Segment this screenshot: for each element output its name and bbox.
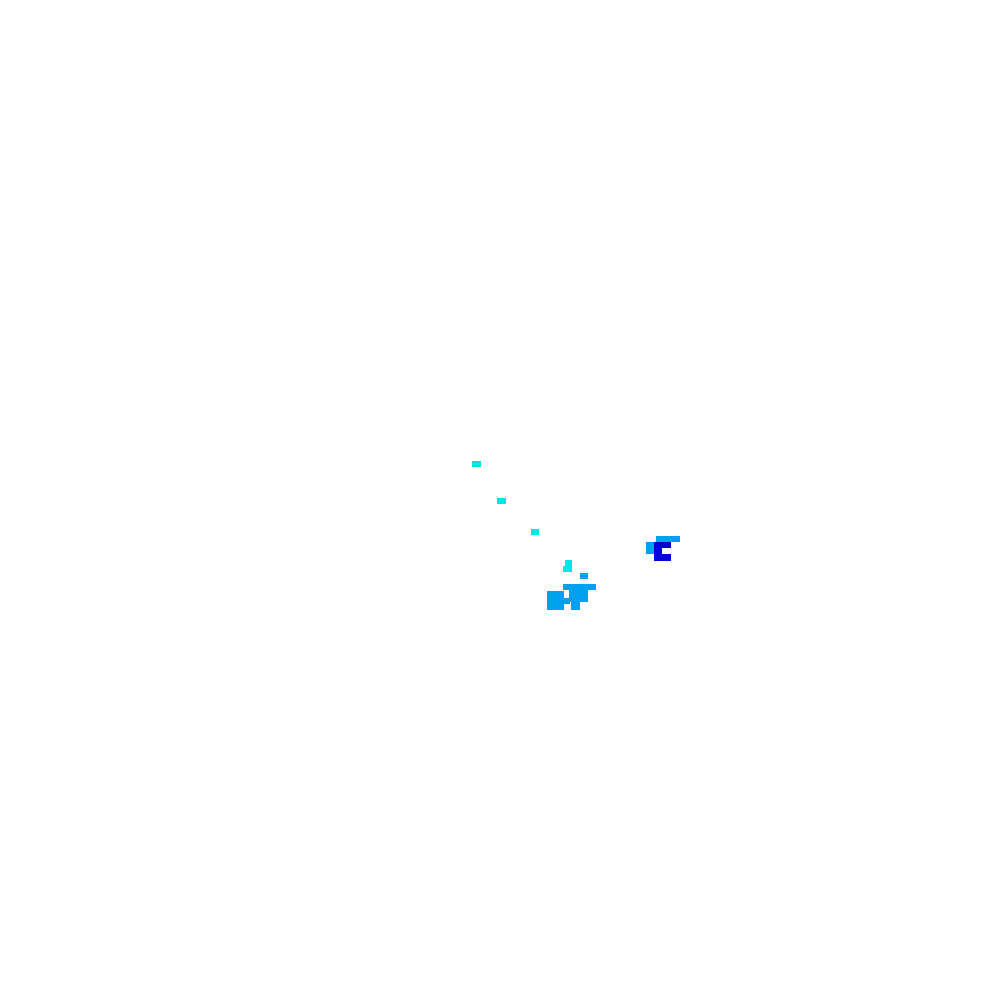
echo-cell-2 bbox=[497, 498, 506, 504]
echo-cell-5 bbox=[580, 573, 588, 579]
echo-cell-7 bbox=[646, 536, 680, 554]
echo-cell-6 bbox=[547, 584, 596, 610]
echo-cell-4 bbox=[563, 560, 572, 572]
echo-cell-1 bbox=[472, 461, 481, 467]
echo-cell-3 bbox=[531, 529, 539, 535]
echo-cell-8 bbox=[654, 542, 671, 561]
